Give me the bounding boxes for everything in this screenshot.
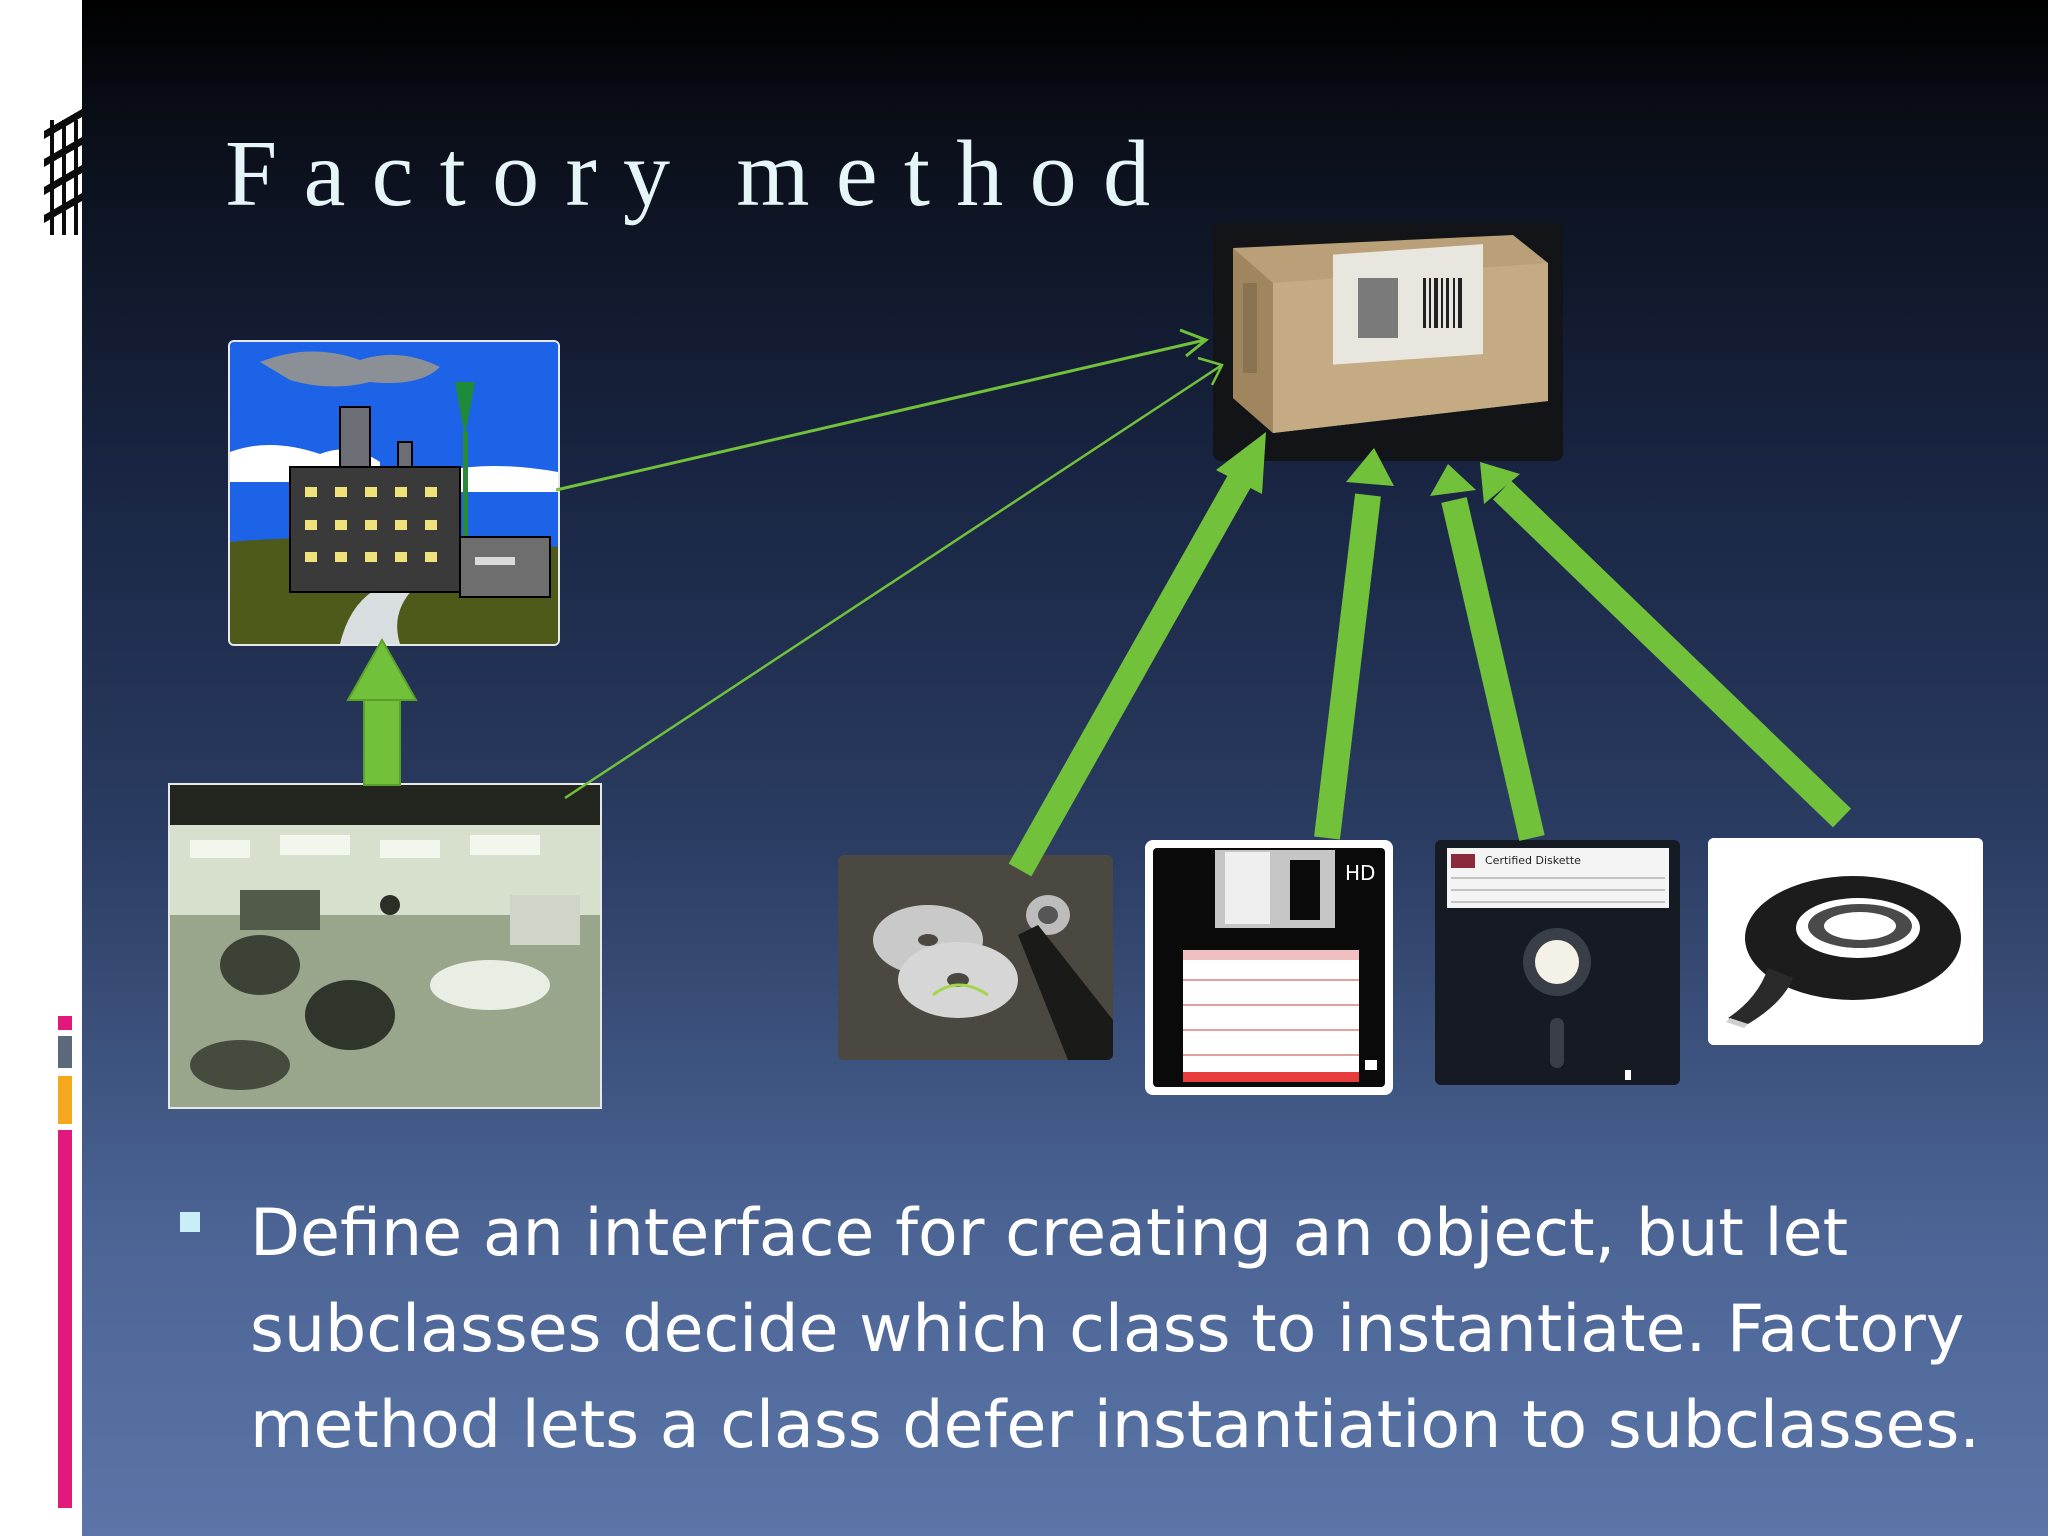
accent-gray-2 <box>58 1042 72 1068</box>
arrowhead-floppy8 <box>1430 464 1476 496</box>
floppy-3-5-icon: HD <box>1145 840 1393 1095</box>
title-word-factory: Factory <box>225 122 697 226</box>
thin-arrow-assembly-to-product <box>564 356 1224 800</box>
thick-arrow-floppy8-to-box <box>1441 497 1545 841</box>
title-word-method: method <box>736 122 1177 226</box>
svg-text:HD: HD <box>1345 861 1375 885</box>
floppy-8-inch-icon: Certified Diskette <box>1435 840 1680 1085</box>
bullet-text: Define an interface for creating an obje… <box>250 1196 1981 1463</box>
decorative-stripes <box>44 109 82 235</box>
accent-orange <box>58 1076 72 1124</box>
product-box-photo <box>1213 223 1563 461</box>
svg-text:Certified Diskette: Certified Diskette <box>1485 854 1581 867</box>
thick-arrow-cd-to-box <box>1008 473 1252 877</box>
thick-arrow-assembly-to-factory <box>346 637 418 786</box>
arrowhead-tape <box>1480 462 1520 504</box>
factory-icon <box>228 340 560 646</box>
arrowhead-floppy35 <box>1346 448 1394 486</box>
thin-arrow-factory-to-product <box>555 328 1209 492</box>
thick-arrow-tape-to-box <box>1492 480 1852 828</box>
accent-pink-small <box>58 1016 72 1030</box>
tape-reel-photo <box>1708 838 1983 1045</box>
bullet-marker <box>180 1212 200 1232</box>
thick-arrow-floppy35-to-box <box>1314 493 1381 840</box>
arrowhead-cd <box>1216 432 1266 494</box>
assembly-line-photo <box>168 783 602 1109</box>
slide-title: Factory method <box>225 120 1176 228</box>
accent-pink-long <box>58 1130 72 1508</box>
cd-discs-photo <box>838 855 1113 1060</box>
